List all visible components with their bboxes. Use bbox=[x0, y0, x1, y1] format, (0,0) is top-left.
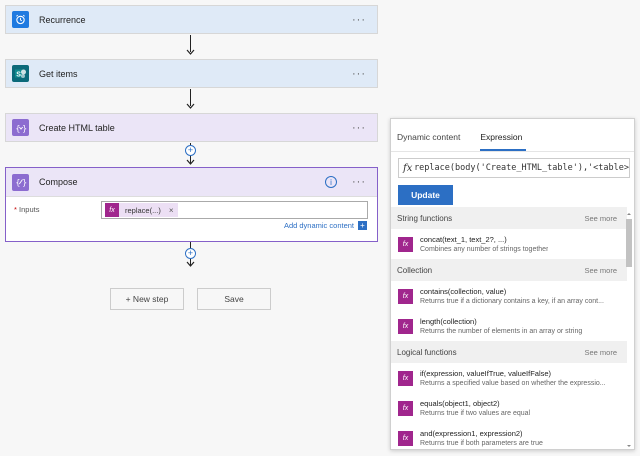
more-options-icon[interactable]: ··· bbox=[352, 176, 366, 188]
function-item[interactable]: fx if(expression, valueIfTrue, valueIfFa… bbox=[391, 363, 627, 393]
more-options-icon[interactable]: ··· bbox=[352, 67, 366, 80]
inputs-field[interactable]: fx replace(...) × bbox=[101, 201, 368, 219]
function-item[interactable]: fx concat(text_1, text_2?, ...)Combines … bbox=[391, 229, 627, 259]
step-title: Get items bbox=[39, 68, 78, 79]
token-label: replace(...) bbox=[125, 205, 161, 215]
compose-header[interactable]: {} Compose i ··· bbox=[6, 168, 377, 197]
function-icon: fx bbox=[105, 203, 119, 217]
expression-text[interactable]: replace(body('Create_HTML_table'),'<tabl… bbox=[414, 163, 629, 173]
add-icon: + bbox=[358, 221, 367, 230]
function-item[interactable]: fx and(expression1, expression2)Returns … bbox=[391, 423, 627, 451]
section-collection: Collection See more bbox=[391, 259, 627, 281]
data-operation-icon: {} bbox=[12, 119, 29, 136]
svg-text:}: } bbox=[22, 178, 27, 187]
expression-token[interactable]: fx replace(...) × bbox=[105, 203, 178, 217]
arrow-down-icon bbox=[186, 49, 195, 55]
step-create-html-table[interactable]: {} Create HTML table ··· bbox=[5, 113, 378, 142]
required-mark: * bbox=[14, 205, 17, 214]
function-icon: fx bbox=[398, 288, 413, 304]
more-options-icon[interactable]: ··· bbox=[352, 13, 366, 26]
function-item[interactable]: fx contains(collection, value)Returns tr… bbox=[391, 281, 627, 311]
function-icon: fx bbox=[398, 370, 413, 386]
arrow-down-icon bbox=[186, 159, 195, 165]
function-list: String functions See more fx concat(text… bbox=[391, 207, 627, 451]
function-icon: fx bbox=[398, 400, 413, 416]
sharepoint-icon: S bbox=[12, 65, 29, 82]
tab-expression[interactable]: Expression bbox=[480, 132, 527, 151]
arrow-down-icon bbox=[186, 103, 195, 109]
panel-tabs: Dynamic content Expression bbox=[391, 119, 634, 152]
step-get-items[interactable]: S Get items ··· bbox=[5, 59, 378, 88]
step-title: Recurrence bbox=[39, 14, 86, 25]
inputs-label: * Inputs bbox=[14, 205, 40, 214]
scroll-down-icon[interactable] bbox=[626, 443, 632, 449]
see-more-link[interactable]: See more bbox=[584, 265, 617, 275]
svg-text:S: S bbox=[16, 71, 21, 78]
svg-text:{: { bbox=[15, 124, 20, 133]
new-step-button[interactable]: + New step bbox=[110, 288, 184, 310]
step-title: Compose bbox=[39, 177, 78, 187]
expression-input[interactable]: fx replace(body('Create_HTML_table'),'<t… bbox=[398, 158, 630, 178]
tab-dynamic-content[interactable]: Dynamic content bbox=[397, 132, 461, 142]
see-more-link[interactable]: See more bbox=[584, 213, 617, 223]
step-recurrence[interactable]: Recurrence ··· bbox=[5, 5, 378, 34]
function-icon: fx bbox=[398, 430, 413, 446]
insert-step-icon[interactable]: + bbox=[185, 248, 196, 259]
function-item[interactable]: fx length(collection)Returns the number … bbox=[391, 311, 627, 341]
alarm-clock-icon bbox=[12, 11, 29, 28]
svg-text:}: } bbox=[22, 124, 27, 133]
section-string-functions: String functions See more bbox=[391, 207, 627, 229]
remove-token-icon[interactable]: × bbox=[168, 205, 174, 215]
scrollbar-thumb[interactable] bbox=[626, 219, 632, 267]
function-item[interactable]: fx equals(object1, object2)Returns true … bbox=[391, 393, 627, 423]
step-compose[interactable]: {} Compose i ··· * Inputs fx replace(...… bbox=[5, 167, 378, 242]
function-icon: fx bbox=[403, 162, 413, 174]
compose-icon: {} bbox=[12, 173, 29, 191]
see-more-link[interactable]: See more bbox=[584, 347, 617, 357]
scroll-up-icon[interactable] bbox=[626, 211, 632, 217]
add-dynamic-content-link[interactable]: Add dynamic content + bbox=[284, 221, 367, 230]
scrollbar[interactable] bbox=[626, 211, 632, 449]
more-options-icon[interactable]: ··· bbox=[352, 121, 366, 134]
function-icon: fx bbox=[398, 236, 413, 252]
function-icon: fx bbox=[398, 318, 413, 334]
step-title: Create HTML table bbox=[39, 122, 115, 133]
dynamic-content-panel: Dynamic content Expression fx replace(bo… bbox=[390, 118, 635, 450]
section-logical-functions: Logical functions See more bbox=[391, 341, 627, 363]
save-button[interactable]: Save bbox=[197, 288, 271, 310]
arrow-down-icon bbox=[186, 261, 195, 267]
insert-step-icon[interactable]: + bbox=[185, 145, 196, 156]
svg-text:{: { bbox=[15, 178, 20, 187]
update-button[interactable]: Update bbox=[398, 185, 453, 205]
info-icon[interactable]: i bbox=[325, 176, 337, 188]
